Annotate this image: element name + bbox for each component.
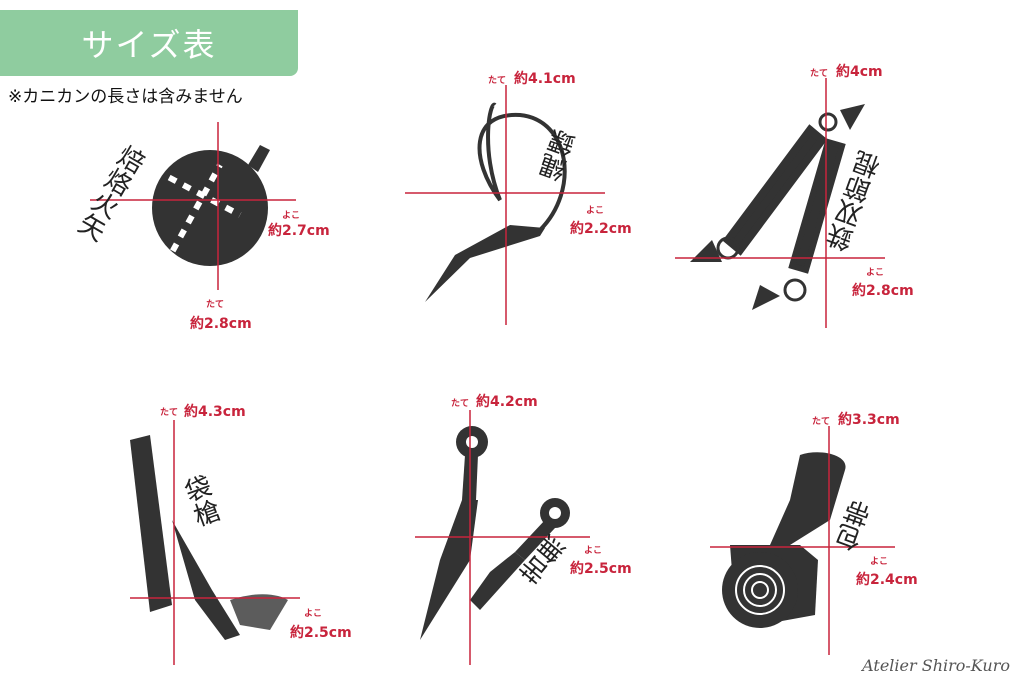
- width-value: 約2.4cm: [856, 572, 918, 588]
- height-label: たて: [812, 417, 831, 427]
- height-label: たて: [810, 69, 829, 79]
- bag-spear-illustration: [130, 435, 288, 640]
- note: ※カニカンの長さは含みません: [8, 87, 243, 107]
- rope-dart-illustration: [425, 102, 567, 302]
- title-banner: サイズ表: [0, 10, 298, 76]
- height-value: 約4.2cm: [476, 394, 538, 410]
- width-label: よこ: [586, 206, 605, 216]
- height-value: 約4.3cm: [184, 404, 246, 420]
- width-value: 約2.8cm: [852, 283, 914, 299]
- height-label: たて: [488, 76, 507, 86]
- width-value: 約2.5cm: [290, 625, 352, 641]
- nunchaku-illustration: [690, 104, 865, 310]
- height-value: 約2.8cm: [190, 316, 252, 332]
- bomb-illustration: [152, 145, 270, 266]
- width-value: 約2.7cm: [268, 223, 330, 239]
- height-label: たて: [206, 300, 225, 310]
- height-value: 約4cm: [836, 64, 883, 80]
- height-value: 約3.3cm: [838, 412, 900, 428]
- height-label: たて: [451, 399, 470, 409]
- height-label: たて: [160, 408, 179, 418]
- width-value: 約2.2cm: [570, 221, 632, 237]
- width-label: よこ: [282, 211, 301, 221]
- height-value: 約4.1cm: [514, 71, 576, 87]
- measure-lines: [90, 78, 895, 665]
- width-value: 約2.5cm: [570, 561, 632, 577]
- width-label: よこ: [870, 557, 889, 567]
- width-label: よこ: [304, 609, 323, 619]
- width-label: よこ: [866, 268, 885, 278]
- signature: Atelier Shiro-Kuro: [862, 656, 1010, 675]
- width-label: よこ: [584, 546, 603, 556]
- bandage-illustration: [722, 452, 846, 628]
